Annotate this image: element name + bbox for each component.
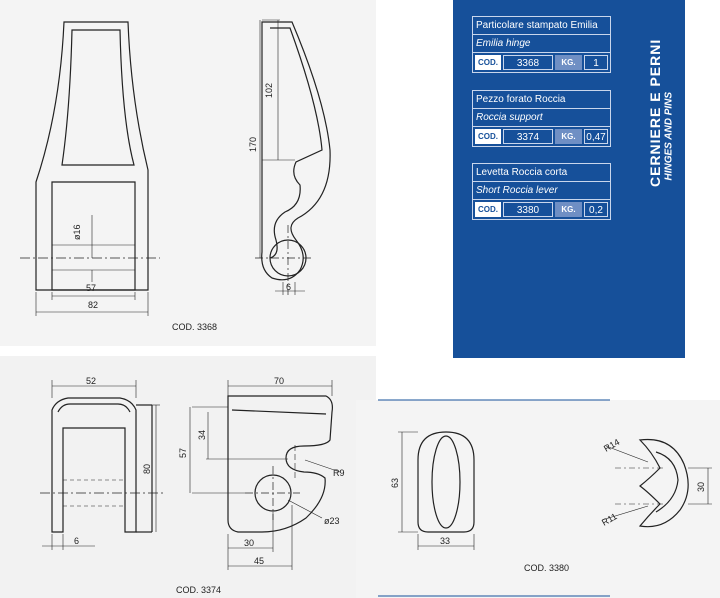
product-codes: COD. 3380 KG. 0,2 [473,200,610,219]
code-value: 3374 [503,129,553,144]
drawing-zone-3368 [0,0,376,346]
hinge-3368-side-view [255,21,331,295]
product-codes: COD. 3368 KG. 1 [473,53,610,72]
catalog-title: CERNIERE E PERNI [647,38,663,187]
dim-3374-70: 70 [274,376,284,386]
code-value: 3368 [503,55,553,70]
product-name: Pezzo forato Roccia [473,91,610,109]
cod-label: COD. [475,55,501,70]
dim-3374-front [42,380,160,550]
product-info-panel: Particolare stampato Emilia Emilia hinge… [453,0,685,358]
dim-3380-front [398,431,475,550]
dim-3380-63: 63 [390,478,400,488]
lever-3380-front-view [417,431,475,533]
cod-label: COD. [475,202,501,217]
product-codes: COD. 3374 KG. 0,47 [473,127,610,146]
dim-3374-57: 57 [178,448,188,458]
dim-3374-52: 52 [86,376,96,386]
dim-3368-57: 57 [86,283,96,293]
kg-label: KG. [555,129,582,144]
dim-3374-r9: R9 [333,468,345,478]
dim-3368-170: 170 [248,137,258,152]
weight-value: 1 [584,55,608,70]
dim-3380-33: 33 [440,536,450,546]
weight-value: 0,2 [584,202,608,217]
dim-3374-side [189,380,341,570]
dim-3368-front [35,215,149,316]
support-3374-side-view [227,395,333,533]
code-value: 3380 [503,202,553,217]
caption-cod-3368: COD. 3368 [172,322,218,332]
dim-3374-45: 45 [254,556,264,566]
kg-label: KG. [555,202,582,217]
dim-3380-r14: R14 [602,437,621,454]
dim-3374-30: 30 [244,538,254,548]
dim-3368-dia16: ø16 [72,224,82,240]
dim-3380-30: 30 [696,482,706,492]
dim-3374-6: 6 [74,536,79,546]
dim-3368-82: 82 [88,300,98,310]
kg-label: KG. [555,55,582,70]
dim-3374-80: 80 [142,464,152,474]
lever-3380-side-view [615,438,689,528]
product-name: Levetta Roccia corta [473,164,610,182]
dim-3380-r11: R11 [600,511,619,528]
hinge-3368-front-view [20,21,160,291]
weight-value: 0,47 [584,129,608,144]
product-card-3380: Levetta Roccia corta Short Roccia lever … [472,163,611,220]
dim-3380-side [601,445,712,521]
dim-3374-dia23: ø23 [324,516,340,526]
support-3374-front-view [40,397,165,533]
dim-3368-102: 102 [264,83,274,98]
product-card-3368: Particolare stampato Emilia Emilia hinge… [472,16,611,73]
product-name-en: Roccia support [473,109,610,127]
product-name: Particolare stampato Emilia [473,17,610,35]
cod-label: COD. [475,129,501,144]
caption-cod-3380: COD. 3380 [524,563,570,573]
dim-3368-side [259,19,305,295]
dim-3368-6: 6 [286,282,291,292]
panel-vertical-title: CERNIERE E PERNI HINGES AND PINS [634,14,675,204]
dim-3374-34: 34 [197,430,207,440]
product-name-en: Short Roccia lever [473,182,610,200]
product-card-3374: Pezzo forato Roccia Roccia support COD. … [472,90,611,147]
product-name-en: Emilia hinge [473,35,610,53]
caption-cod-3374: COD. 3374 [176,585,222,595]
drawing-zone-3380 [356,400,720,598]
catalog-subtitle: HINGES AND PINS [663,91,675,181]
